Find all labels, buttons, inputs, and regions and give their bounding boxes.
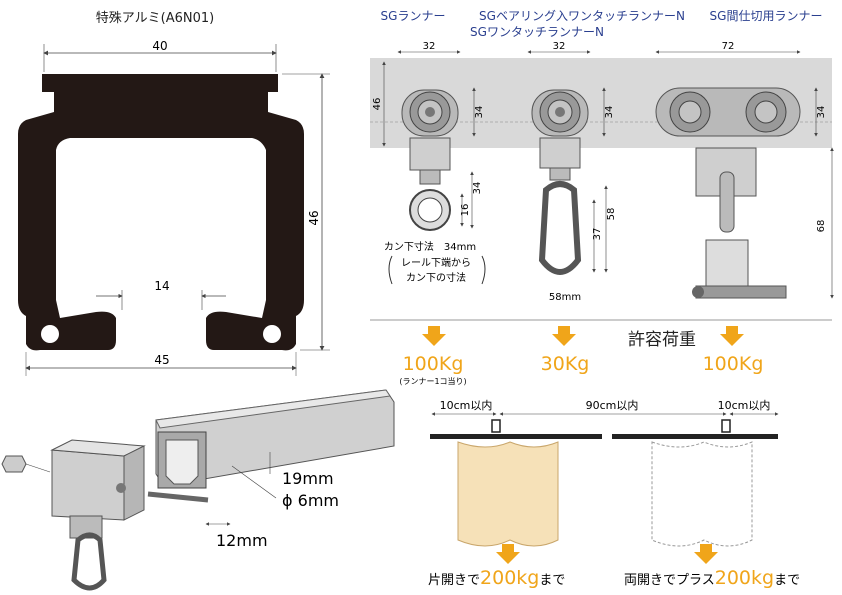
dim-6mm: ϕ 6mm	[282, 491, 339, 510]
cap2-text: 両開きでプラス200kgまで	[624, 567, 800, 589]
load-value-3: 100Kg	[703, 353, 764, 375]
note-line-1: カン下寸法 34mm	[384, 240, 476, 253]
curtain-closed	[457, 441, 559, 547]
dim-16: 16	[460, 204, 471, 217]
partition-runner: 34 68	[655, 87, 834, 299]
dim-37: 37	[592, 228, 603, 241]
load-title: 許容荷重	[628, 330, 696, 350]
spacing-left: 10cm以内	[440, 398, 493, 412]
dim-19mm: 19mm	[282, 469, 334, 488]
rail-cross-section	[18, 74, 304, 351]
note-line-3: カン下の寸法	[406, 271, 466, 284]
dim-32-b: 32	[553, 41, 566, 52]
dim-34-c: 34	[816, 106, 827, 119]
dim-45: 45	[154, 353, 169, 367]
load-note: (ランナー1コ当り)	[399, 376, 466, 386]
load-value-2: 30Kg	[541, 353, 590, 375]
bracket-assembly: 19mm ϕ 6mm 12mm	[1, 389, 395, 591]
runner-title-2b: SGワンタッチランナーN	[470, 25, 604, 39]
rail-profile: 特殊アルミ(A6N01) 40 14 46 45	[18, 11, 330, 376]
dim-34-b: 34	[604, 106, 615, 119]
runner-title-1: SGランナー	[381, 9, 446, 23]
dim-72: 72	[722, 41, 735, 52]
dim-58: 58	[606, 208, 617, 221]
down-arrow-icon	[496, 544, 520, 564]
dim-12mm: 12mm	[216, 531, 268, 550]
dim-68: 68	[816, 220, 827, 233]
dim-40: 40	[152, 39, 167, 53]
hook-width: 58mm	[549, 292, 581, 303]
profile-title: 特殊アルミ(A6N01)	[96, 11, 214, 26]
runners-section: SGランナー SGベアリング入ワンタッチランナーN SGワンタッチランナーN S…	[370, 9, 834, 303]
dim-32-a: 32	[423, 41, 436, 52]
one-touch-runner: 34 58 37 58mm	[531, 87, 617, 303]
runner-title-3: SG間仕切用ランナー	[710, 9, 823, 23]
dim-46-rail: 46	[372, 98, 383, 111]
note-line-2: レール下端から	[401, 256, 471, 269]
dim-34-a: 34	[474, 106, 485, 119]
down-arrow-icon	[720, 326, 744, 346]
spacing-right: 10cm以内	[718, 398, 771, 412]
down-arrow-icon	[694, 544, 718, 564]
dim-46: 46	[307, 210, 321, 225]
runner-title-2a: SGベアリング入ワンタッチランナーN	[479, 9, 685, 23]
sg-runner: 34 34 16 カン下寸法 34mm レール下端から カン下の寸法	[384, 87, 486, 285]
dim-34-d: 34	[472, 182, 483, 195]
cap1-text: 片開きで200kgまで	[428, 567, 565, 589]
spacing-middle: 90cm以内	[586, 398, 639, 412]
curtain-open	[651, 441, 753, 547]
load-section: 許容荷重 100Kg (ランナー1コ当り) 30Kg 100Kg	[370, 319, 832, 386]
spacing-section: 10cm以内 90cm以内 10cm以内 片開きで200kgまで 両開きでプラス…	[428, 398, 800, 589]
down-arrow-icon	[552, 326, 576, 346]
load-value-1: 100Kg	[403, 353, 464, 375]
down-arrow-icon	[422, 326, 446, 346]
dim-14: 14	[154, 279, 169, 293]
